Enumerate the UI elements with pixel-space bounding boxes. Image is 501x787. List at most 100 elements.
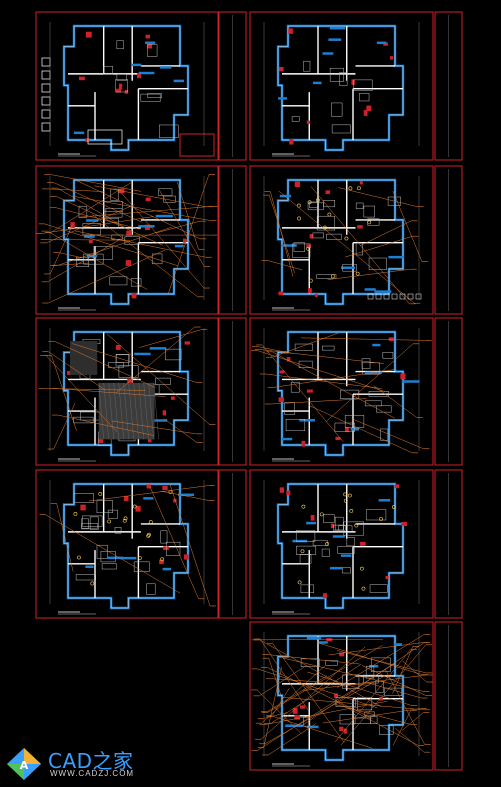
column-mark (147, 437, 152, 443)
light-fixture (98, 491, 103, 496)
column-mark (145, 34, 151, 39)
light-fixture (360, 566, 364, 571)
leader-line (278, 190, 415, 304)
fixture (164, 348, 182, 361)
column-mark (309, 234, 313, 239)
wall-segment (162, 567, 172, 571)
floor-plan (276, 482, 407, 610)
light-fixture (297, 216, 301, 221)
fixture (75, 574, 96, 581)
leader-line (265, 373, 382, 389)
column-mark (184, 341, 191, 345)
light-fixture (122, 518, 127, 523)
leader-line (92, 214, 198, 298)
leader-line (338, 702, 419, 746)
column-mark (292, 708, 298, 714)
fixture (370, 716, 378, 724)
leader-line (268, 654, 360, 665)
leader-line (74, 196, 211, 221)
wall-segment (134, 352, 151, 356)
leader-line (271, 332, 339, 358)
fixture (291, 243, 311, 258)
column-mark (278, 67, 284, 72)
fixture (96, 500, 113, 513)
light-fixture (361, 586, 366, 591)
column-mark (345, 427, 349, 433)
fixture (293, 242, 305, 252)
column-mark (85, 31, 92, 38)
fixture (334, 516, 344, 531)
light-fixture (148, 520, 153, 524)
leader-line (46, 204, 135, 244)
wall-segment (155, 214, 173, 218)
leader-line (327, 268, 411, 280)
fixture (338, 525, 353, 533)
wall-segment (151, 419, 168, 422)
fixture (295, 530, 316, 542)
column-mark (67, 370, 72, 375)
fixture (300, 584, 315, 593)
drawing-sheet-7 (35, 469, 247, 619)
wall-segment (84, 235, 95, 238)
column-mark (401, 521, 407, 527)
fixture (323, 514, 335, 523)
leader-line (271, 678, 370, 686)
light-fixture (347, 493, 352, 498)
wall-segment (340, 554, 352, 557)
fixture (359, 93, 370, 102)
leader-line (160, 490, 209, 501)
light-fixture (296, 203, 301, 208)
leader-line (115, 326, 195, 394)
cad-logo-icon: A (7, 748, 41, 780)
wall-segment (299, 419, 315, 422)
fixture (380, 428, 389, 441)
wall-segment (319, 641, 328, 644)
wall-segment (332, 535, 345, 538)
fixture (104, 217, 119, 229)
fixture (303, 60, 311, 72)
fixture (146, 583, 156, 595)
leader-line (168, 174, 210, 294)
wall-segment (292, 539, 308, 543)
light-fixture (325, 542, 330, 546)
brand-watermark: A CAD之家 WWW.CADZJ.COM (6, 745, 166, 781)
leader-line (322, 708, 421, 724)
floor-plan (276, 24, 405, 152)
wall-segment (372, 343, 381, 347)
fixture (331, 124, 351, 134)
leader-line (337, 634, 425, 688)
wall-segment (322, 52, 334, 55)
fixture (325, 660, 338, 666)
light-fixture (379, 516, 383, 521)
leader-line (272, 351, 395, 419)
wall-segment (393, 643, 403, 646)
column-mark (325, 190, 331, 195)
fixture (369, 584, 388, 593)
light-fixture (73, 511, 78, 516)
leader-line (79, 206, 212, 218)
leader-line (260, 646, 366, 740)
wall-segment (329, 26, 346, 30)
column-mark (383, 42, 388, 46)
leader-line (373, 385, 418, 418)
column-mark (162, 410, 166, 416)
leader-line (270, 663, 362, 724)
wall-segment (86, 254, 98, 258)
sheet-frame (249, 11, 434, 161)
leader-line (264, 675, 386, 745)
leader-line (50, 174, 141, 192)
fixture (334, 422, 355, 432)
light-fixture (316, 198, 320, 203)
fixture (337, 546, 355, 554)
column-mark (363, 110, 368, 116)
wall-segment (138, 225, 155, 228)
fixture (309, 201, 318, 208)
light-fixture (349, 508, 354, 513)
leader-line (57, 388, 166, 397)
wall-segment (173, 79, 184, 83)
light-fixture (300, 549, 305, 554)
wall-segment (278, 97, 287, 100)
wall-segment (401, 380, 420, 383)
leader-line (263, 712, 288, 719)
